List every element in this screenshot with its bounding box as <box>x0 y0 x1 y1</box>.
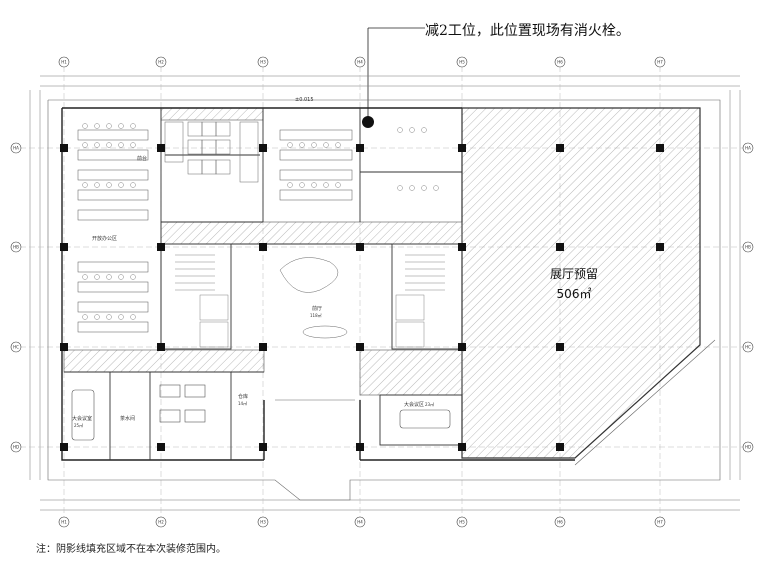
grid-label-left: HB <box>13 245 19 250</box>
grid-label-right: HB <box>745 245 751 250</box>
label-storage-area: 14㎡ <box>238 400 247 406</box>
grid-label-top: H7 <box>657 60 663 65</box>
grid-label-top: H5 <box>459 60 465 65</box>
building-outline <box>47 99 721 501</box>
label-large-meeting-2: 大会议室 <box>72 415 92 422</box>
chairs <box>82 123 439 320</box>
label-lounge: 茶水间 <box>120 415 135 422</box>
grid-label-right: HC <box>745 345 751 350</box>
grid-label-top: H4 <box>357 60 363 65</box>
label-lobby-area: 118㎡ <box>310 312 322 318</box>
meeting-tables <box>71 384 451 441</box>
grid-label-bottom: H2 <box>158 520 164 525</box>
label-lobby: 前厅 <box>312 305 322 312</box>
grid-label-top: H2 <box>158 60 164 65</box>
grid-label-bottom: H1 <box>61 520 67 525</box>
grid-bubbles <box>10 56 754 528</box>
grid-label-right: HA <box>745 146 751 151</box>
grid-label-left: HC <box>13 345 19 350</box>
exhibition-title: 展厅预留 <box>550 267 598 281</box>
elevation-mark: ±0.015 <box>295 97 314 103</box>
lobby-feature <box>275 257 355 401</box>
label-large-meeting-2-area: 25㎡ <box>74 422 83 428</box>
restroom-stalls <box>164 121 259 183</box>
exhibition-area: 506㎡ <box>557 287 592 301</box>
grid-label-bottom: H3 <box>260 520 266 525</box>
grid-label-top: H6 <box>557 60 563 65</box>
grid-label-bottom: H7 <box>657 520 663 525</box>
interior-walls <box>64 108 463 460</box>
fire-hydrant-callout: 减2工位，此位置现场有消火栓。 <box>425 23 630 39</box>
grid-label-bottom: H6 <box>557 520 563 525</box>
fire-hydrant-marker <box>362 116 374 128</box>
hatched-corridors <box>63 107 463 396</box>
label-reception: 前台 <box>137 155 147 162</box>
label-open-office: 开放办公区 <box>92 235 117 242</box>
label-large-meeting-area: 23㎡ <box>425 401 434 407</box>
label-large-meeting: 大会议区 <box>404 401 424 408</box>
stairs <box>175 254 445 348</box>
grid-label-left: HA <box>13 146 19 151</box>
structural-columns <box>60 144 664 451</box>
grid-label-bottom: H4 <box>357 520 363 525</box>
dimension-lines <box>29 75 741 511</box>
grid-label-left: HD <box>13 445 19 450</box>
grid-label-right: HD <box>745 445 751 450</box>
label-storage: 仓库 <box>238 393 248 400</box>
open-office-desks <box>77 129 353 333</box>
callout-leader <box>362 27 425 128</box>
grid-label-bottom: H5 <box>459 520 465 525</box>
footnote: 注：阴影线填充区域不在本次装修范围内。 <box>36 544 226 555</box>
grid-label-top: H3 <box>260 60 266 65</box>
grid-label-top: H1 <box>61 60 67 65</box>
exhibition-hall-area <box>461 107 701 459</box>
